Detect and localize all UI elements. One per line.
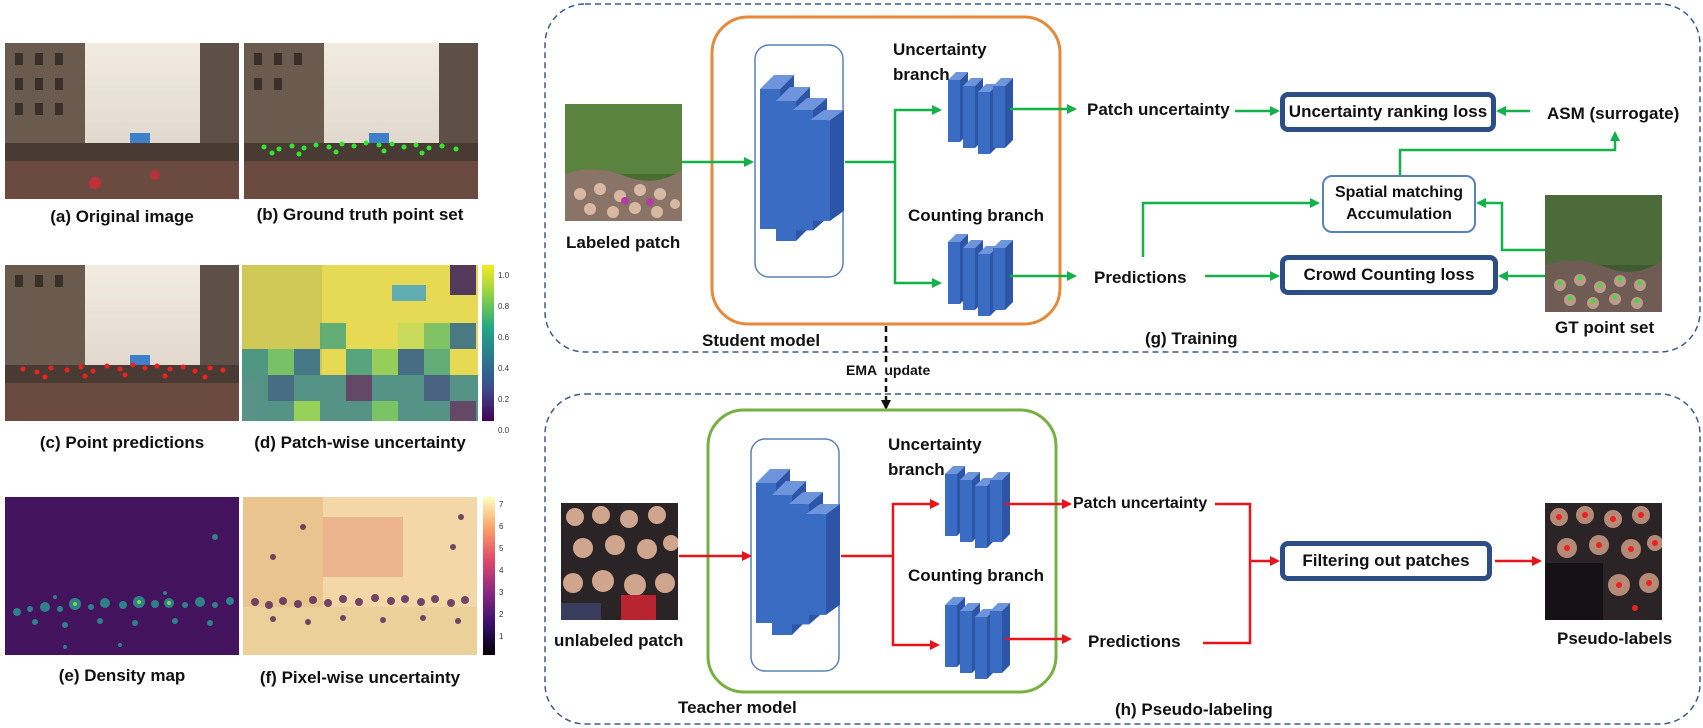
student-model-label: Student model [702,331,821,350]
colorbar-d [482,265,494,421]
asm-surrogate-label: ASM (surrogate) [1547,104,1680,123]
branch-label-text: Uncertainty branch [893,40,987,84]
tick: 0.0 [498,426,510,435]
panel-e-caption: (e) Density map [58,666,186,685]
training-predictions-label: Predictions [1094,268,1187,287]
teacher-model-label: Teacher model [678,698,797,717]
gt-point-set-image [1545,195,1662,312]
student-model-box [710,15,1062,326]
filtering-out-patches-box: Filtering out patches [1280,541,1492,581]
teacher-model-box [706,408,1058,694]
pseudo-labels-label: Pseudo-labels [1557,629,1673,648]
tick: 3 [499,588,504,597]
tick: 1.0 [498,271,510,280]
colorbar-f [483,497,495,655]
patch-uncertainty-image [242,265,478,421]
panel-b-caption: (b) Ground truth point set [256,205,464,224]
tick: 0.4 [498,364,510,373]
pseudo-section-label: (h) Pseudo-labeling [1115,700,1273,719]
panel-a-caption: (a) Original image [50,207,194,226]
tick: 2 [499,610,504,619]
tick: 7 [499,500,504,509]
unlabeled-patch-label: unlabeled patch [554,631,684,650]
tick: 6 [499,522,504,531]
spatial-matching-line2: Accumulation [1346,206,1452,223]
original-image [5,43,239,199]
training-section-outline [544,3,1701,353]
tick: 0.8 [498,302,510,311]
unlabeled-patch-image [561,503,678,620]
crowd-counting-loss-box: Crowd Counting loss [1280,255,1498,295]
colorbar-f-ticks: 7 6 5 4 3 2 1 [499,494,503,648]
point-predictions-image [5,265,239,421]
branch-label-text: Uncertainty branch [888,435,982,479]
panel-c-caption: (c) Point predictions [39,433,205,452]
uncertainty-ranking-loss-box: Uncertainty ranking loss [1280,92,1496,132]
pseudo-labels-image [1545,503,1662,620]
training-patch-uncertainty-label: Patch uncertainty [1087,100,1230,119]
gt-point-set-label: GT point set [1555,318,1655,337]
ground-truth-image [244,43,478,199]
pseudo-patch-uncertainty-label: Patch uncertainty [1073,495,1208,512]
tick: 1 [499,632,504,641]
pseudo-predictions-label: Predictions [1088,632,1181,651]
spatial-matching-line1: Spatial matching [1334,184,1464,201]
spatial-matching-accumulation-box: Spatial matching Accumulation [1322,175,1476,233]
tick: 5 [499,544,504,553]
pixel-uncertainty-image [243,497,477,655]
student-uncertainty-branch-label: Uncertainty branch [893,37,1003,87]
tick: 4 [499,566,504,575]
student-counting-branch-label: Counting branch [908,206,1044,225]
labeled-patch-image [565,104,682,221]
teacher-counting-branch-label: Counting branch [908,566,1044,585]
pseudo-section-outline [544,393,1701,725]
labeled-patch-label: Labeled patch [566,233,681,252]
density-map-image [5,497,239,655]
tick: 0.6 [498,333,510,342]
tick: 0.2 [498,395,510,404]
teacher-uncertainty-branch-label: Uncertainty branch [888,432,998,482]
colorbar-d-ticks: 1.0 0.8 0.6 0.4 0.2 0.0 [498,260,509,446]
panel-d-caption: (d) Patch-wise uncertainty [254,433,466,452]
panel-f-caption: (f) Pixel-wise uncertainty [259,668,461,687]
training-section-label: (g) Training [1145,329,1238,348]
ema-update-label: EMA update [846,362,931,378]
